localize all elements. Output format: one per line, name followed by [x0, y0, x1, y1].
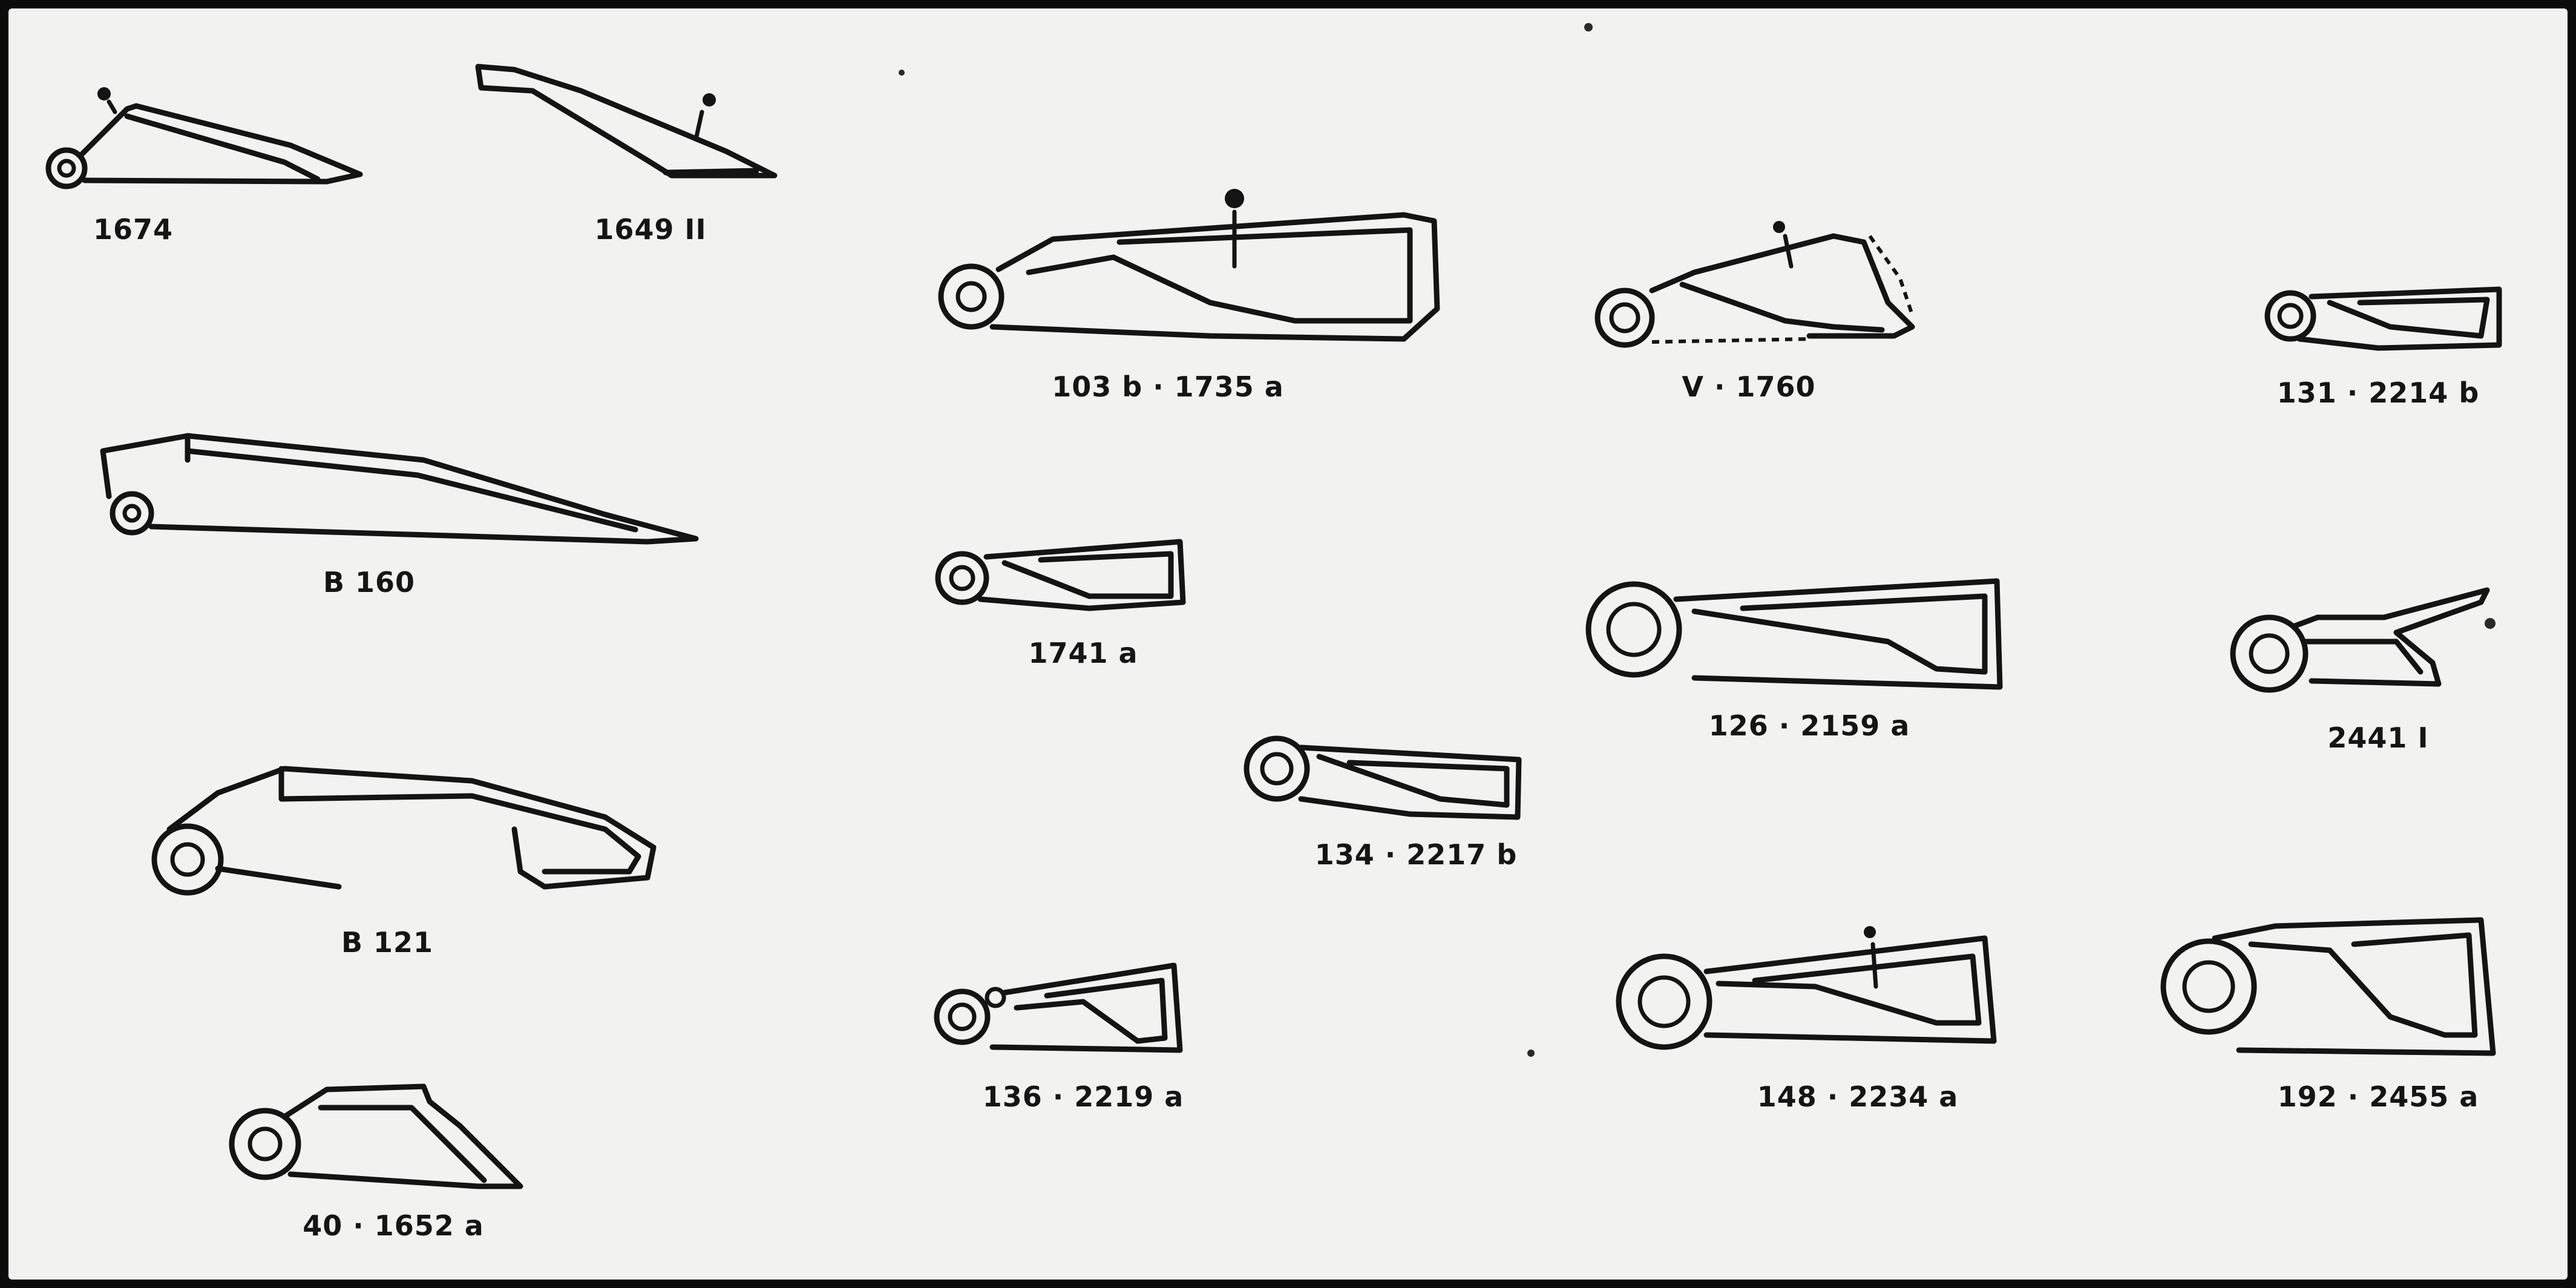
- figure-label: 131 · 2214 b: [2276, 376, 2480, 409]
- figure-label: 1674: [93, 213, 174, 246]
- fibula-131: [2264, 286, 2502, 351]
- fibula-103b: [938, 189, 1440, 342]
- fibula-40: [229, 1083, 523, 1189]
- fibula-134: [1244, 735, 1522, 820]
- figure-label: B 160: [323, 566, 416, 599]
- fibula-136: [934, 962, 1183, 1053]
- fibula-192: [2160, 917, 2496, 1056]
- figure-label: 126 · 2159 a: [1708, 709, 1910, 742]
- fibula-1674: [45, 87, 363, 189]
- speck: [1584, 23, 1593, 31]
- figure-label: 2441 I: [2327, 721, 2429, 754]
- speck: [1527, 1050, 1535, 1057]
- figure-label: 136 · 2219 a: [982, 1080, 1184, 1113]
- figure-label: 40 · 1652 a: [303, 1209, 484, 1242]
- figure-label: 192 · 2455 a: [2277, 1080, 2479, 1113]
- fibula-126: [1585, 578, 2003, 690]
- fibula-1760: [1594, 221, 1915, 348]
- speck: [899, 70, 905, 76]
- fibula-b121: [151, 766, 657, 896]
- fibula-148: [1616, 926, 1997, 1050]
- figure-label: 148 · 2234 a: [1757, 1080, 1959, 1113]
- fibula-b160: [100, 433, 699, 545]
- figure-label: B 121: [341, 926, 434, 959]
- fibula-2441: [2230, 587, 2490, 693]
- figure-label: 1741 a: [1028, 637, 1138, 669]
- figure-label: 134 · 2217 b: [1314, 838, 1518, 871]
- figure-label: 1649 II: [594, 213, 707, 246]
- fibula-1741: [935, 539, 1186, 611]
- figure-label: 103 b · 1735 a: [1052, 370, 1284, 403]
- fibula-1649: [475, 64, 778, 179]
- speck: [2485, 618, 2496, 629]
- figure-label: V · 1760: [1682, 370, 1816, 403]
